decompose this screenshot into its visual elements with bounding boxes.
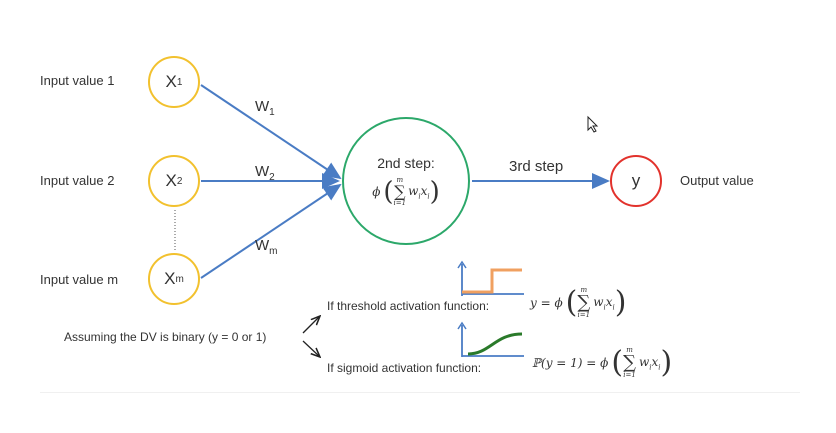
sigmoid-plot-icon (457, 321, 524, 357)
branch-arrow-up (302, 316, 320, 334)
weight-w1: W1 (255, 98, 275, 118)
branch-arrow-down (302, 340, 320, 357)
cursor-icon (587, 115, 599, 133)
sigmoid-activation-text: If sigmoid activation function: (327, 361, 482, 375)
neuron-node: 2nd step: ϕ ( m ∑ i=1 wixi ) (342, 117, 470, 245)
neuron-formula: ϕ ( m ∑ i=1 wixi ) (372, 176, 440, 207)
weight-w2: W2 (255, 163, 275, 183)
footer-divider (40, 392, 800, 393)
step-3-label: 3rd step (509, 158, 564, 175)
binary-assumption-note: Assuming the DV is binary (y = 0 or 1) (64, 330, 267, 344)
output-node-y: y (610, 155, 662, 207)
threshold-formula: y = ϕ ( m ∑ i=1 wixi ) (530, 285, 627, 320)
input-label-1: Input value 1 (40, 73, 115, 88)
sigmoid-formula: ℙ(y = 1) = ϕ ( m ∑ i=1 wixi ) (532, 345, 673, 380)
step-2-label: 2nd step: (377, 155, 435, 171)
input-label-m: Input value m (40, 272, 119, 287)
threshold-plot-icon (457, 260, 524, 296)
edge-xm (200, 183, 342, 279)
edge-x1 (200, 84, 342, 180)
input-label-2: Input value 2 (40, 173, 115, 188)
weight-wm: Wm (255, 237, 278, 257)
threshold-activation-text: If threshold activation function: (327, 299, 490, 313)
output-label: Output value (680, 173, 754, 188)
